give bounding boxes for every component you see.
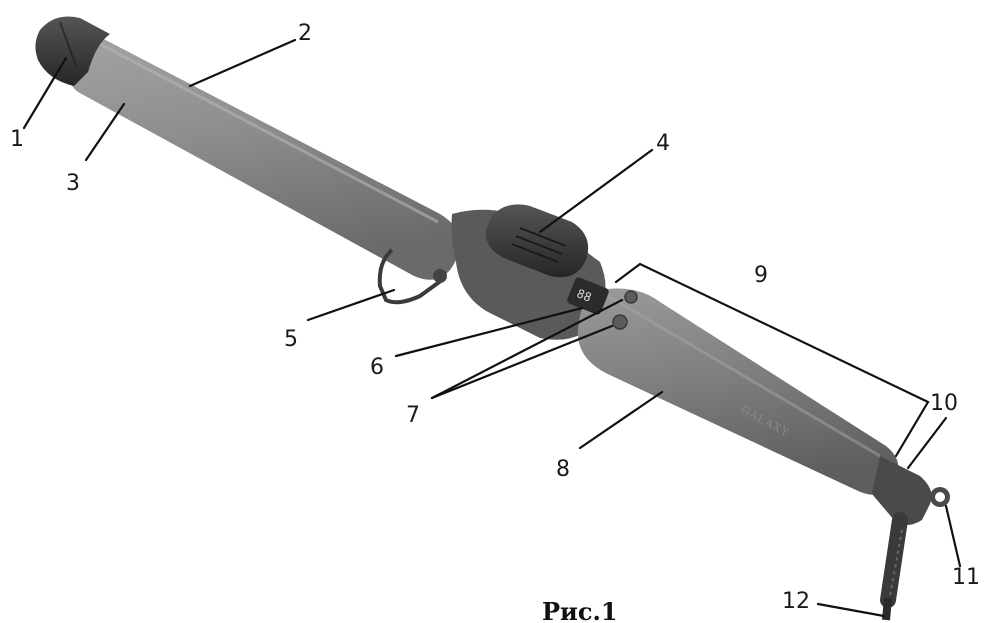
callout-11: 11 xyxy=(952,565,980,590)
callout-12: 12 xyxy=(782,589,810,614)
callout-numbers: 1 2 3 4 5 6 7 8 9 10 11 12 xyxy=(10,21,980,614)
hanging-loop xyxy=(930,487,950,507)
handle xyxy=(577,288,899,495)
barrel xyxy=(67,36,460,280)
callout-7: 7 xyxy=(406,403,420,428)
stand xyxy=(377,248,447,305)
callout-3: 3 xyxy=(66,171,80,196)
figure-caption: Рис.1 xyxy=(542,597,618,623)
callout-2: 2 xyxy=(298,21,312,46)
callout-1: 1 xyxy=(10,127,24,152)
leader-lines xyxy=(22,38,962,618)
temperature-display: 88 xyxy=(567,277,609,315)
callout-8: 8 xyxy=(556,457,570,482)
power-cord xyxy=(882,597,892,621)
callout-10: 10 xyxy=(930,391,958,416)
display-digits: 88 xyxy=(575,286,594,304)
callout-6: 6 xyxy=(370,355,384,380)
callout-4: 4 xyxy=(656,131,670,156)
cord-connector xyxy=(872,456,932,608)
callout-9: 9 xyxy=(754,263,768,288)
insulated-tip xyxy=(35,16,110,86)
clamp-lever xyxy=(485,204,589,278)
callout-5: 5 xyxy=(284,327,298,352)
control-buttons xyxy=(612,290,638,330)
